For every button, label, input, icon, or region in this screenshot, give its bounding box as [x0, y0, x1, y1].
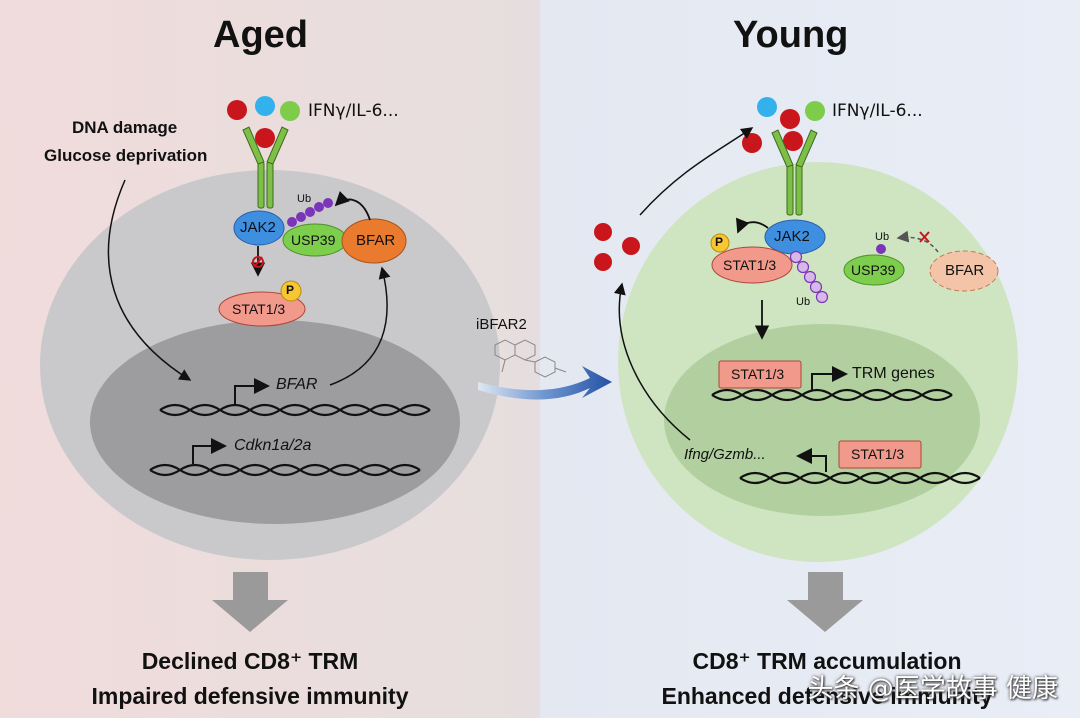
bound-cytokine-dot: [255, 128, 275, 148]
blue-cytokine-dot: [255, 96, 275, 116]
aged-nucleus: [90, 320, 460, 524]
secreted-cytokine-dot: [622, 237, 640, 255]
stimulus-arrow: [107, 179, 192, 381]
secreted-cytokine-dot: [594, 253, 612, 271]
stimulus-dna-damage: DNA damage: [72, 118, 178, 137]
cdkn-promoter-arrow: [192, 438, 227, 464]
phospho-arrow: [736, 217, 769, 234]
aged-stat-label: STAT1/3: [232, 301, 286, 317]
effector-promoter-arrow: [796, 448, 827, 472]
aged-receptor-icon: [242, 126, 289, 209]
treatment-arrow: [478, 366, 612, 400]
stimulus-glucose: Glucose deprivation: [44, 146, 208, 165]
young-dna-trm: [711, 388, 953, 402]
aged-usp39-label: USP39: [291, 232, 336, 248]
aged-cytokine-label: IFNγ/IL-6...: [308, 101, 399, 121]
secretion-arrow: [639, 127, 754, 216]
blocked-bfar-arrow: [896, 230, 939, 253]
effector-genes-label: Ifng/Gzmb...: [684, 446, 766, 463]
young-outcome-arrow: [787, 572, 863, 632]
single-ub-icon: [876, 244, 886, 254]
aged-outcome-line2: Impaired defensive immunity: [91, 683, 409, 709]
gene-cdkn-label: Cdkn1a/2a: [234, 437, 312, 454]
secreted-cytokine-dot: [594, 223, 612, 241]
aged-outcome-line1: Declined CD8⁺ TRM: [141, 648, 359, 674]
young-outcome-line1: CD8⁺ TRM accumulation: [692, 648, 962, 674]
young-bfar-label: BFAR: [945, 262, 985, 279]
aged-bfar-label: BFAR: [356, 232, 396, 249]
blocked-cross-icon: [919, 231, 930, 243]
red-cytokine-dot: [227, 100, 247, 120]
aged-dna-cdkn: [149, 463, 421, 477]
gene-bfar-label: BFAR: [276, 376, 318, 393]
young-phospho-node: [710, 233, 730, 253]
young-phospho-label: P: [715, 235, 724, 249]
young-title: Young: [733, 14, 849, 56]
stat-box-2: [838, 440, 922, 469]
bfar-ub-arrow: [334, 191, 371, 221]
young-usp39-node: [843, 254, 905, 286]
red-cytokine-dot: [780, 109, 800, 129]
drug-label: iBFAR2: [476, 316, 527, 333]
aged-title: Aged: [213, 14, 308, 56]
young-jak2-label: JAK2: [774, 228, 810, 245]
red-cytokine-dot: [742, 133, 762, 153]
aged-jak2-label: JAK2: [240, 219, 276, 236]
effector-release-arrow: [613, 282, 691, 441]
young-ub-bottom-label: Ub: [796, 296, 811, 308]
young-ub-top-label: Ub: [875, 231, 890, 243]
young-cytokine-label: IFNγ/IL-6...: [832, 101, 923, 121]
blue-cytokine-dot: [757, 97, 777, 117]
stat-box-1-label: STAT1/3: [731, 366, 785, 382]
bfar-expression-arrow: [329, 266, 391, 386]
bfar-promoter-arrow: [234, 378, 270, 404]
young-dna-effector: [739, 471, 981, 485]
aged-ub-chain-icon: [287, 198, 333, 227]
stat-box-1: [718, 360, 802, 389]
inhibition-icon: [252, 256, 264, 268]
drug-structure-icon: [494, 339, 567, 378]
young-usp39-label: USP39: [851, 262, 896, 278]
young-outcome-line2: Enhanced defensive immunity: [661, 683, 993, 709]
young-stat-node: [711, 246, 793, 284]
watermark: 头条 @医学故事 健康: [807, 674, 1058, 704]
stat-box-2-label: STAT1/3: [851, 446, 905, 462]
aged-outcome-arrow: [212, 572, 288, 632]
young-nucleus: [664, 324, 980, 516]
green-cytokine-dot: [280, 101, 300, 121]
aged-dna-bfar: [159, 403, 431, 417]
aged-jak2-node: [233, 210, 285, 246]
young-receptor-icon: [771, 129, 818, 216]
aged-phospho-label: P: [286, 283, 295, 297]
bound-cytokine-dot: [783, 131, 803, 151]
aged-ub-label: Ub: [297, 193, 312, 205]
aged-bfar-node: [341, 218, 407, 264]
young-ub-chain-icon: [789, 250, 829, 304]
trm-genes-label: TRM genes: [852, 365, 935, 382]
young-bfar-node: [929, 250, 999, 292]
green-cytokine-dot: [805, 101, 825, 121]
trm-promoter-arrow: [811, 366, 848, 390]
young-stat-label: STAT1/3: [723, 257, 777, 273]
aged-stat-node: [218, 291, 306, 327]
aged-phospho-node: [280, 280, 302, 302]
